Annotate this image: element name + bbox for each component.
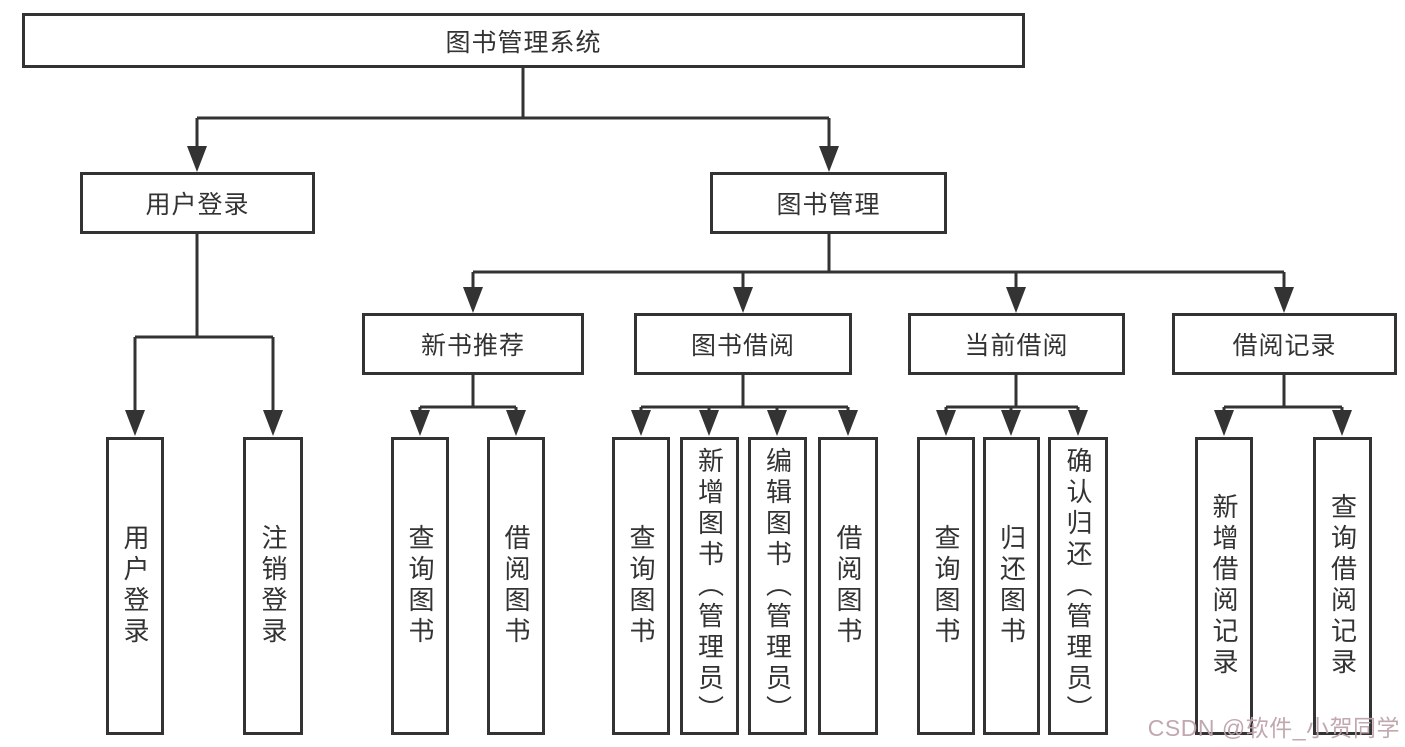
node-label: 查询图书 (626, 524, 656, 648)
node-library-management-system: 图书管理系统 (22, 13, 1025, 68)
node-label: 新增借阅记录 (1209, 493, 1239, 679)
node-user-login: 用户登录 (80, 172, 315, 234)
leaf-edit-book-admin: 编辑图书（管理员） (748, 437, 807, 735)
node-label: 图书管理系统 (445, 28, 602, 57)
node-label: 编辑图书（管理员） (762, 446, 793, 726)
leaf-add-book-admin: 新增图书（管理员） (680, 437, 739, 735)
node-label: 借阅图书 (501, 524, 531, 648)
leaf-confirm-return-admin: 确认归还（管理员） (1048, 437, 1108, 735)
node-label: 确认归还（管理员） (1063, 446, 1093, 726)
node-label: 借阅记录 (1232, 332, 1337, 360)
node-label: 当前借阅 (964, 332, 1069, 360)
node-label: 图书管理 (776, 191, 881, 219)
node-current-borrowing: 当前借阅 (908, 313, 1125, 375)
leaf-borrow-books-borrowing: 借阅图书 (818, 437, 878, 735)
node-label: 注销登录 (258, 524, 288, 648)
leaf-query-books-recommend: 查询图书 (391, 437, 449, 735)
leaf-query-borrow-record: 查询借阅记录 (1313, 437, 1372, 735)
leaf-return-book: 归还图书 (983, 437, 1040, 735)
leaf-borrow-books-recommend: 借阅图书 (487, 437, 545, 735)
leaf-query-books-current: 查询图书 (917, 437, 975, 735)
node-label: 用户登录 (145, 191, 250, 219)
leaf-logout: 注销登录 (243, 437, 303, 735)
node-new-book-recommendation: 新书推荐 (362, 313, 584, 375)
node-book-management: 图书管理 (710, 172, 947, 234)
node-label: 新书推荐 (420, 332, 525, 360)
node-label: 新增图书（管理员） (694, 446, 725, 726)
csdn-watermark: CSDN @软件_小贺同学 (1147, 715, 1400, 741)
node-label: 查询图书 (405, 524, 435, 648)
node-book-borrowing: 图书借阅 (634, 313, 852, 375)
node-label: 查询图书 (931, 524, 961, 648)
node-label: 归还图书 (996, 524, 1027, 648)
leaf-add-borrow-record: 新增借阅记录 (1195, 437, 1253, 735)
node-label: 借阅图书 (833, 524, 863, 648)
node-label: 用户登录 (120, 524, 150, 648)
leaf-user-login: 用户登录 (106, 437, 164, 735)
node-borrowing-records: 借阅记录 (1172, 313, 1397, 375)
leaf-query-books-borrowing: 查询图书 (612, 437, 670, 735)
node-label: 图书借阅 (690, 332, 795, 360)
node-label: 查询借阅记录 (1327, 493, 1358, 679)
